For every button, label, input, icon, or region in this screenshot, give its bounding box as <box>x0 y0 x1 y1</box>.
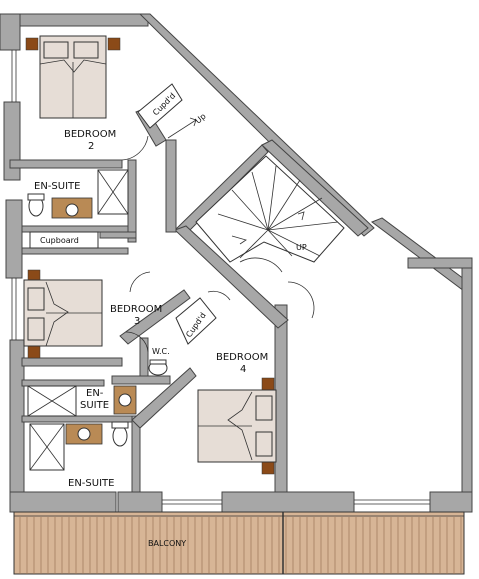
ensuite-a <box>27 169 129 219</box>
ensuite-b-label-line1: EN- <box>86 388 104 399</box>
ensuite-a-label: EN-SUITE <box>34 181 80 192</box>
stair-arrow-top <box>167 117 197 139</box>
ensuite-c-label: EN-SUITE <box>68 478 114 489</box>
balcony <box>13 511 465 575</box>
spiral-stair <box>195 155 345 319</box>
wc <box>148 359 168 376</box>
bedroom-3 <box>23 269 151 359</box>
windows <box>11 50 430 505</box>
stair-up-main: UP <box>296 243 307 252</box>
cupboard-mid <box>175 297 217 345</box>
sink-c <box>77 427 91 441</box>
bedroom-2 <box>25 35 149 161</box>
cupboard-top <box>137 83 183 129</box>
balcony-label: BALCONY <box>148 539 186 548</box>
bedroom-4-number: 4 <box>240 364 246 375</box>
bedroom-4-label: BEDROOM <box>216 352 268 363</box>
ensuite-b <box>27 385 137 417</box>
bedroom-3-number: 3 <box>134 316 140 327</box>
bedroom-2-number: 2 <box>88 141 94 152</box>
ensuite-b-label-line2: SUITE <box>80 400 109 411</box>
bedroom-3-label: BEDROOM <box>110 304 162 315</box>
bedroom-3-door-swing <box>129 271 151 293</box>
sink-a <box>65 203 79 217</box>
wc-label: W.C. <box>152 347 170 356</box>
cupboard-label: Cupboard <box>40 236 79 245</box>
walls <box>0 13 473 513</box>
bedroom-2-door-swing <box>121 135 149 161</box>
toilet-c <box>112 425 128 447</box>
stair-up-top: Up <box>194 112 208 126</box>
bedroom-2-label: BEDROOM <box>64 129 116 140</box>
sink-b <box>118 393 132 407</box>
ensuite-c <box>29 421 129 471</box>
bedroom-4 <box>197 377 277 475</box>
